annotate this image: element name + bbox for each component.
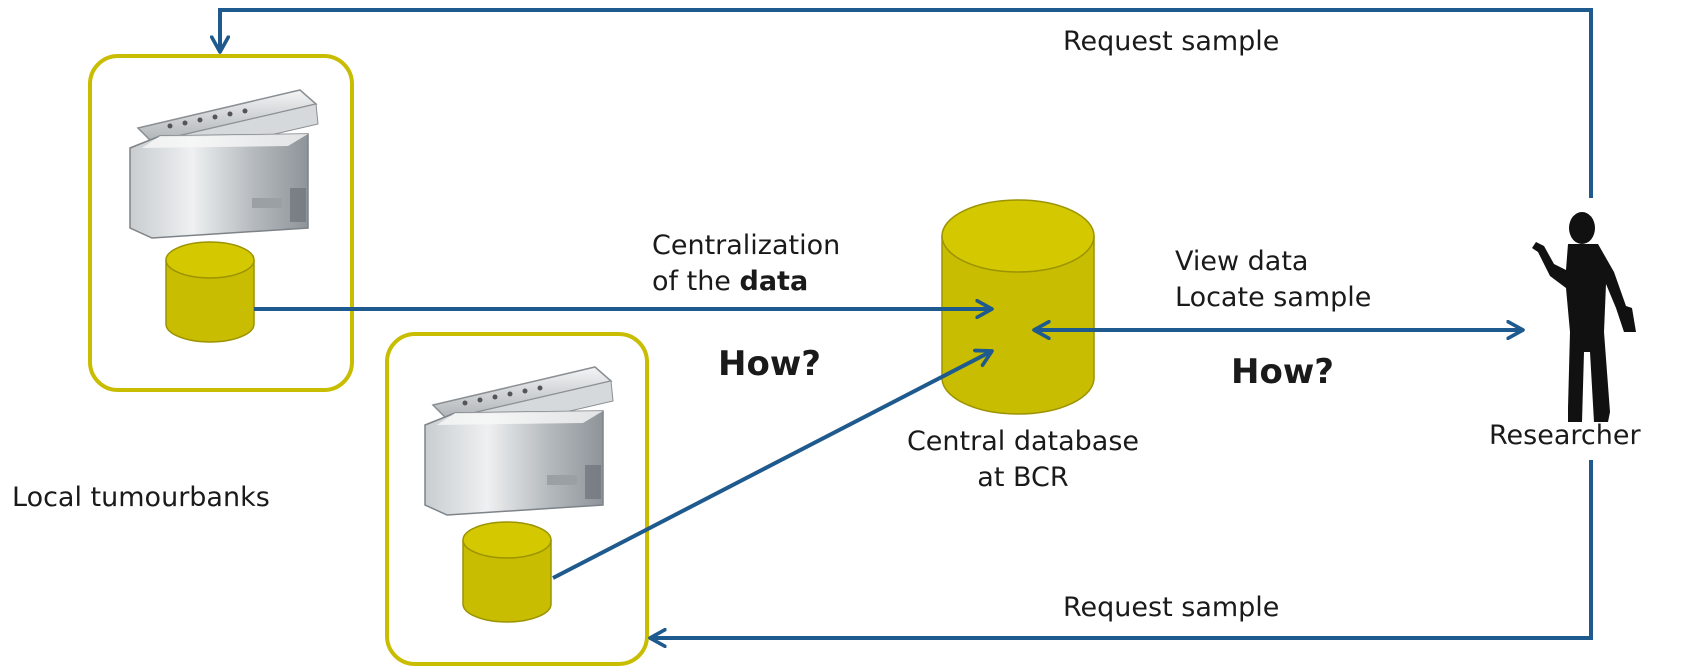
central-db-line-1: Central database — [906, 426, 1140, 457]
database-cylinder-icon — [462, 521, 552, 623]
chest-freezer-icon — [424, 366, 614, 516]
central-database-label: Central database at BCR — [868, 424, 1178, 496]
how-right-label: How? — [1231, 352, 1334, 392]
researcher-silhouette-icon — [1532, 212, 1636, 422]
researcher-label: Researcher — [1489, 420, 1641, 451]
centralization-prefix: of the — [652, 266, 740, 297]
request-sample-top-label: Request sample — [1063, 26, 1280, 57]
central-database-icon — [941, 199, 1095, 415]
centralization-bold: data — [739, 266, 809, 297]
view-data-line: View data — [1175, 246, 1309, 277]
how-left-label: How? — [718, 344, 821, 384]
local-tumourbank-2 — [385, 332, 649, 666]
centralization-line-1: Centralization — [652, 230, 841, 261]
central-db-line-2: at BCR — [977, 462, 1069, 493]
centralization-line-2: of the data — [652, 264, 840, 300]
centralization-label: Centralization of the data — [652, 228, 840, 300]
view-locate-label: View data Locate sample — [1175, 244, 1371, 316]
request-sample-top-arrow — [220, 8, 1593, 198]
tumourbank-frame — [385, 332, 649, 666]
local-tumourbank-1 — [88, 54, 354, 392]
locate-sample-line: Locate sample — [1175, 282, 1372, 313]
request-sample-bottom-arrow — [650, 460, 1593, 638]
request-sample-bottom-label: Request sample — [1063, 592, 1280, 623]
tumourbank-frame — [88, 54, 354, 392]
arrows — [220, 8, 1593, 638]
database-cylinder-icon — [165, 241, 255, 343]
local-tumourbanks-label: Local tumourbanks — [12, 482, 270, 513]
chest-freezer-icon — [129, 89, 319, 239]
tumourbank-2-to-central-arrow — [552, 351, 992, 580]
